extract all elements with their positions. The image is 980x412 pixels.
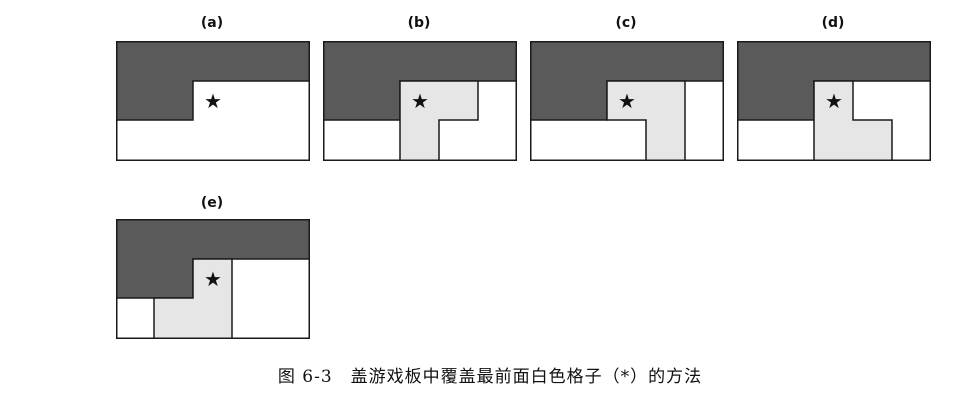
panel-c: ★ bbox=[530, 41, 724, 161]
star-icon: ★ bbox=[204, 267, 222, 291]
l-block-piece bbox=[606, 80, 686, 161]
figure-number: 图 6-3 bbox=[277, 367, 333, 387]
panel-label-c: (c) bbox=[615, 15, 637, 31]
l-block-piece bbox=[399, 80, 479, 161]
panel-label-e: (e) bbox=[200, 195, 224, 211]
star-icon: ★ bbox=[618, 89, 636, 113]
figure-caption-text: 盖游戏板中覆盖最前面白色格子（*）的方法 bbox=[350, 367, 703, 387]
star-icon: ★ bbox=[411, 89, 429, 113]
panel-label-a: (a) bbox=[200, 15, 224, 31]
star-icon: ★ bbox=[204, 89, 222, 113]
covered-region bbox=[116, 41, 310, 121]
l-block-piece bbox=[813, 80, 893, 161]
panel-label-d: (d) bbox=[821, 15, 845, 31]
panel-d: ★ bbox=[737, 41, 931, 161]
figure-caption: 图 6-3 盖游戏板中覆盖最前面白色格子（*）的方法 bbox=[0, 362, 980, 387]
star-icon: ★ bbox=[825, 89, 843, 113]
panel-a: ★ bbox=[116, 41, 310, 161]
l-block-piece bbox=[153, 258, 233, 339]
panel-label-b: (b) bbox=[407, 15, 431, 31]
panel-e: ★ bbox=[116, 219, 310, 339]
panel-b: ★ bbox=[323, 41, 517, 161]
